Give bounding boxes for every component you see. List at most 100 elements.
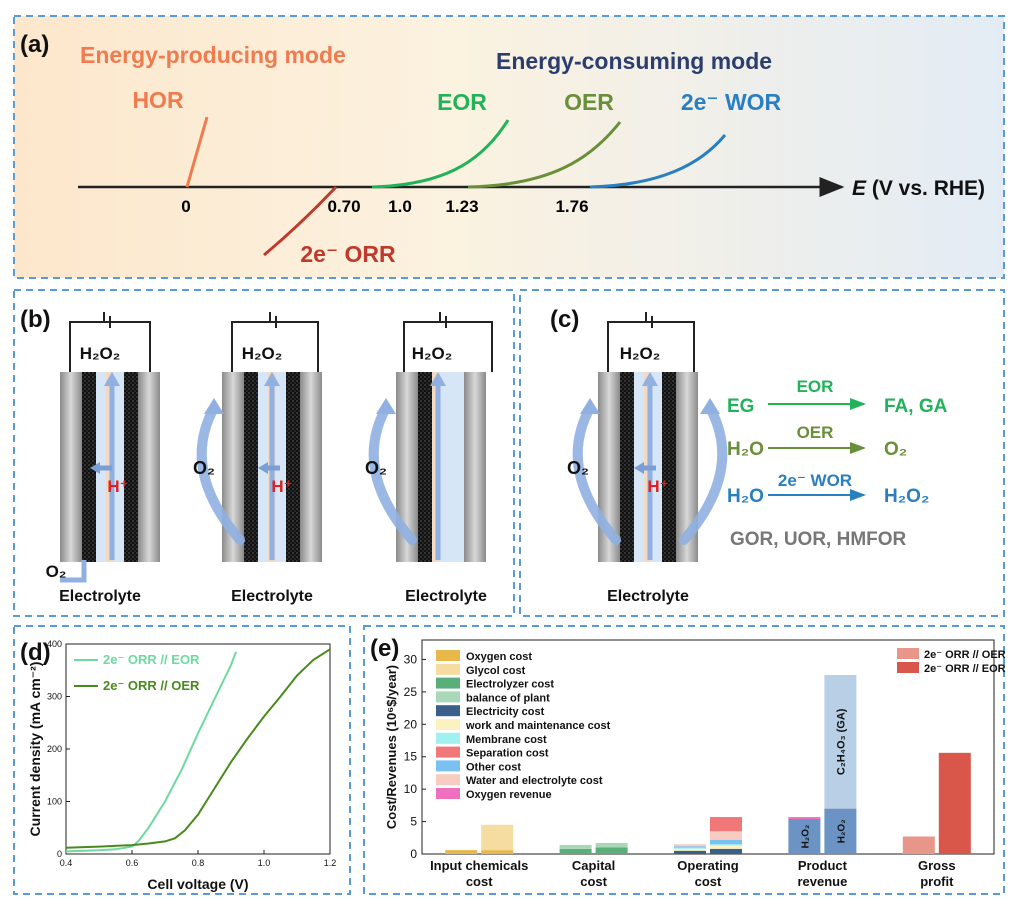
bar-segment	[788, 817, 821, 819]
flow-plate	[464, 372, 486, 562]
panel-e-border	[363, 625, 1005, 895]
catalyst-layer	[124, 372, 138, 562]
wor-curve	[589, 134, 727, 189]
o2-evolution-arrow	[368, 403, 417, 545]
y-tick-label: 0	[57, 849, 62, 859]
product-label: H₂O₂	[412, 344, 453, 363]
bar-segment	[938, 752, 971, 854]
bar-segment	[710, 844, 742, 846]
panel-label: (e)	[370, 635, 399, 662]
electrolyte-channel	[652, 372, 662, 562]
bar-segment	[674, 848, 706, 851]
bar-segment	[674, 850, 706, 854]
catalyst-layer	[82, 372, 96, 562]
o2-arrow-head	[580, 398, 600, 414]
eor-curve	[371, 119, 510, 189]
y-tick-label: 300	[47, 692, 62, 702]
series-line-1	[65, 651, 237, 853]
tick-label: 1.76	[555, 197, 588, 216]
panel-c: (c) H⁺ H₂O₂ O₂ Electrolyte EG EOR FA, GA…	[519, 289, 1005, 617]
bar-segment	[595, 847, 628, 854]
hor-label: HOR	[132, 87, 184, 113]
bar-segment	[788, 818, 821, 854]
panel-a-background	[14, 16, 1004, 278]
reaction-reactant: H₂O	[727, 486, 764, 507]
eor-label: EOR	[437, 89, 487, 115]
tick-label: 1.23	[445, 197, 478, 216]
bar-label: H₂O₂	[836, 819, 847, 843]
legend-swatch	[436, 650, 460, 661]
category-label: cost	[695, 874, 722, 889]
panel-label: (a)	[20, 31, 49, 58]
bar-segment	[595, 842, 628, 848]
legend-swatch	[436, 691, 460, 703]
bar-segment	[710, 839, 742, 845]
reaction-product: H₂O₂	[884, 486, 929, 507]
y-tick-label: 20	[404, 717, 418, 731]
reaction-name: OER	[797, 423, 834, 442]
oer-curve	[467, 121, 622, 189]
o2-evolution-arrow	[572, 403, 621, 545]
legend-label: 2e⁻ ORR // EOR	[924, 663, 1006, 675]
product-label: H₂O₂	[620, 344, 661, 363]
bar-segment	[674, 844, 706, 847]
bar-label: C₂H₄O₃ (GA)	[835, 708, 847, 775]
flow-plate	[60, 372, 82, 562]
ion-label: H⁺	[647, 477, 668, 496]
bar-segment	[481, 824, 514, 851]
ion-arrow-head	[258, 462, 268, 474]
anode-arrow-head	[700, 398, 720, 414]
electrolyte-channel	[440, 372, 464, 562]
oer-label: OER	[564, 89, 614, 115]
legend-label: 2e⁻ ORR // OER	[924, 649, 1006, 661]
legend-label: balance of plant	[466, 692, 550, 704]
x-tick-label: 1.2	[324, 858, 337, 868]
flow-plate	[598, 372, 620, 562]
reaction-product: FA, GA	[884, 396, 948, 417]
external-circuit	[69, 312, 151, 372]
gas-label: O₂	[193, 458, 215, 478]
electrolyte-label: Electrolyte	[607, 588, 689, 605]
legend-swatch	[897, 662, 919, 673]
flow-arrow-head	[264, 372, 280, 386]
x-tick-label: 0.6	[126, 858, 139, 868]
y-axis-label: Cost/Revenues (10⁶$/year)	[384, 665, 399, 829]
electrolyte-label: Electrolyte	[405, 588, 487, 605]
y-tick-label: 5	[410, 815, 417, 829]
y-tick-label: 10	[404, 782, 418, 796]
legend-label: Oxygen revenue	[466, 789, 552, 801]
legend-label: Oxygen cost	[466, 651, 532, 663]
reaction-name: EOR	[797, 377, 834, 396]
gas-inlet-arrow	[60, 560, 87, 583]
reaction-product: O₂	[884, 439, 907, 460]
bar-label: H₂O₂	[800, 825, 811, 849]
bar-segment	[481, 850, 514, 854]
x-tick-label: 0.4	[60, 858, 73, 868]
bar-segment	[559, 844, 592, 849]
y-tick-label: 0	[410, 847, 417, 861]
hor-curve	[185, 116, 209, 188]
panel-a-border	[13, 15, 1005, 279]
panel-c-border	[519, 289, 1005, 617]
flow-plate	[300, 372, 322, 562]
cell-1: H⁺ H₂O₂ O₂ Electrolyte	[46, 312, 160, 605]
wor-label: 2e⁻ WOR	[681, 89, 782, 115]
panel-label: (c)	[550, 306, 579, 333]
other-reactions-label: GOR, UOR, HMFOR	[730, 529, 907, 550]
anode-product-arrow	[679, 403, 728, 545]
external-circuit	[403, 312, 493, 372]
external-circuit	[607, 312, 695, 372]
plot-frame	[421, 639, 995, 855]
category-label: cost	[580, 874, 607, 889]
flow-arrow-head	[104, 372, 120, 386]
series-line-2	[65, 648, 331, 849]
plot-frame	[65, 643, 331, 855]
legend-label: Separation cost	[466, 748, 549, 760]
x-tick-label: 0.8	[192, 858, 205, 868]
reaction-reactant: EG	[727, 396, 754, 417]
bar-segment	[674, 846, 706, 848]
bars: H₂O₂ H₂O₂ C₂H₄O₃ (GA)	[445, 675, 971, 854]
